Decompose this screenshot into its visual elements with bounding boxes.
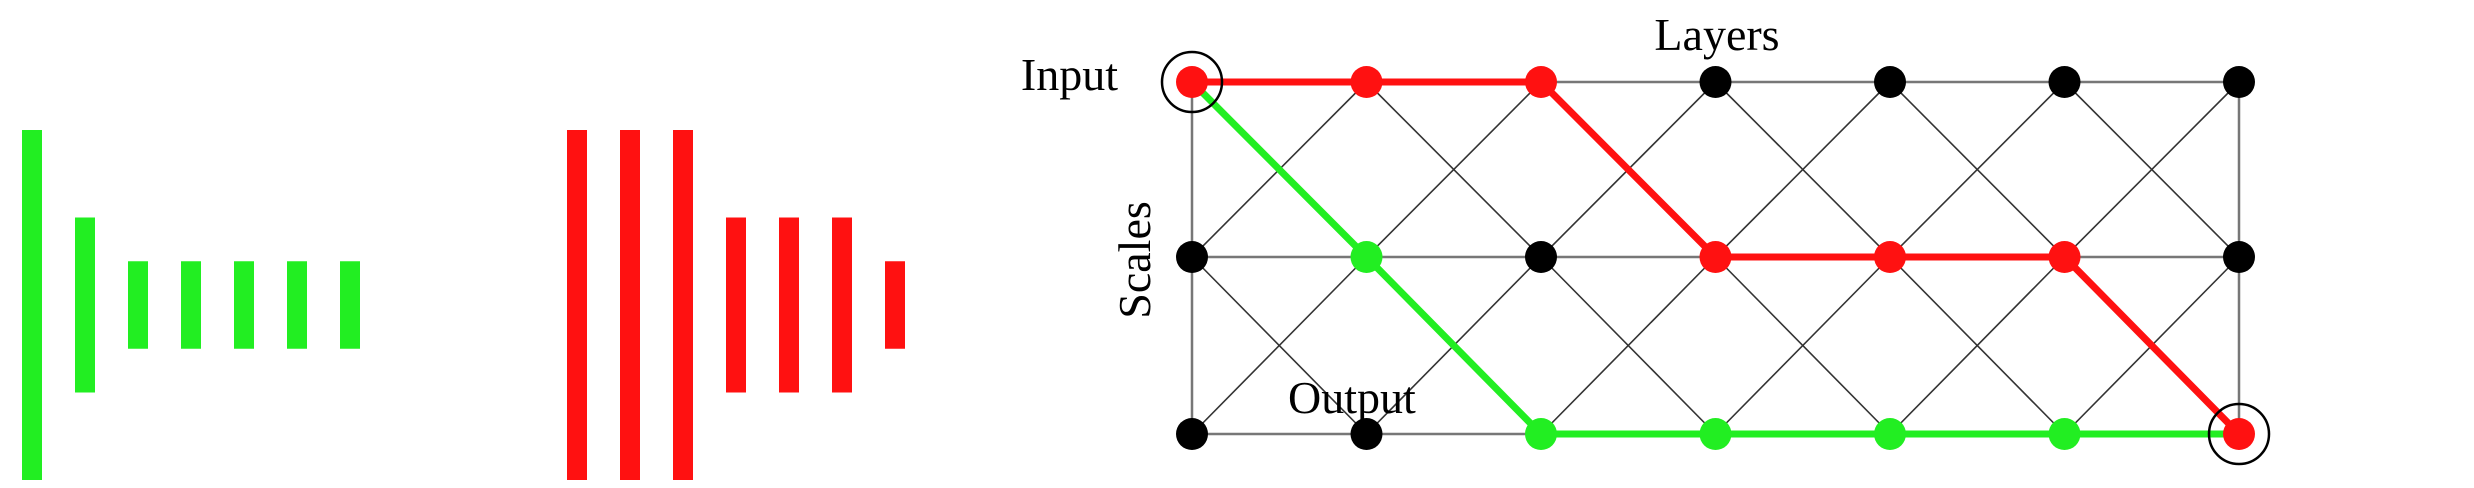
node-layer7-scale3 — [2223, 418, 2255, 450]
node-layer2-scale1 — [1350, 66, 1383, 98]
green-bar-2 — [75, 217, 95, 393]
green-bar-5 — [234, 261, 254, 349]
node-layer3-scale3 — [1525, 418, 1557, 450]
output-ring — [2207, 402, 2271, 466]
green-bar-3 — [128, 261, 148, 349]
node-layer5-scale2 — [1874, 241, 1906, 273]
output-label: Output — [1288, 372, 1416, 423]
red-bar-7 — [885, 261, 905, 349]
green-bar-6 — [287, 261, 307, 349]
diagonal-link-up — [1714, 81, 1891, 258]
green-bar-4 — [181, 261, 201, 349]
node-layer4-scale3 — [1699, 418, 1732, 450]
diagonal-link-up — [1540, 256, 1717, 435]
node-layer7-scale2 — [2223, 241, 2255, 273]
node-layer6-scale3 — [2048, 418, 2081, 450]
diagonal-link-up — [1714, 256, 1891, 435]
input-ring — [1160, 50, 1224, 114]
node-layer1-scale2 — [1176, 241, 1208, 273]
layers-label: Layers — [1654, 9, 1779, 60]
endpoint-rings — [1160, 50, 2271, 466]
green-bar-1 — [22, 130, 42, 480]
network-nodes — [1176, 66, 2255, 450]
node-layer1-scale3 — [1176, 418, 1208, 450]
node-layer3-scale1 — [1525, 66, 1557, 98]
node-layer6-scale2 — [2048, 241, 2081, 273]
red-bar-4 — [726, 217, 746, 393]
input-label: Input — [1021, 49, 1118, 100]
diagonal-link-up — [1191, 256, 1368, 435]
node-layer1-scale1 — [1176, 66, 1208, 98]
node-layer7-scale1 — [2223, 66, 2255, 98]
node-layer2-scale3 — [1350, 418, 1383, 450]
red-bar-5 — [779, 217, 799, 393]
red-path-bar-chart — [567, 130, 905, 480]
node-layer3-scale2 — [1525, 241, 1557, 273]
red-bar-3 — [673, 130, 693, 480]
node-layer6-scale1 — [2048, 66, 2081, 98]
red-bar-2 — [620, 130, 640, 480]
node-layer2-scale2 — [1350, 241, 1383, 273]
red-bar-6 — [832, 217, 852, 393]
node-layer4-scale2 — [1699, 241, 1732, 273]
diagonal-link-up — [1365, 81, 1542, 258]
green-path-bar-chart — [22, 130, 360, 480]
layer-scale-network — [1160, 50, 2271, 466]
green-bar-7 — [340, 261, 360, 349]
node-layer4-scale1 — [1699, 66, 1732, 98]
scales-label: Scales — [1109, 201, 1160, 319]
diagonal-link-up — [1889, 81, 2066, 258]
node-layer5-scale1 — [1874, 66, 1906, 98]
diagonal-link-up — [2063, 81, 2240, 258]
diagonal-link-up — [1889, 256, 2066, 435]
node-layer5-scale3 — [1874, 418, 1906, 450]
red-bar-1 — [567, 130, 587, 480]
